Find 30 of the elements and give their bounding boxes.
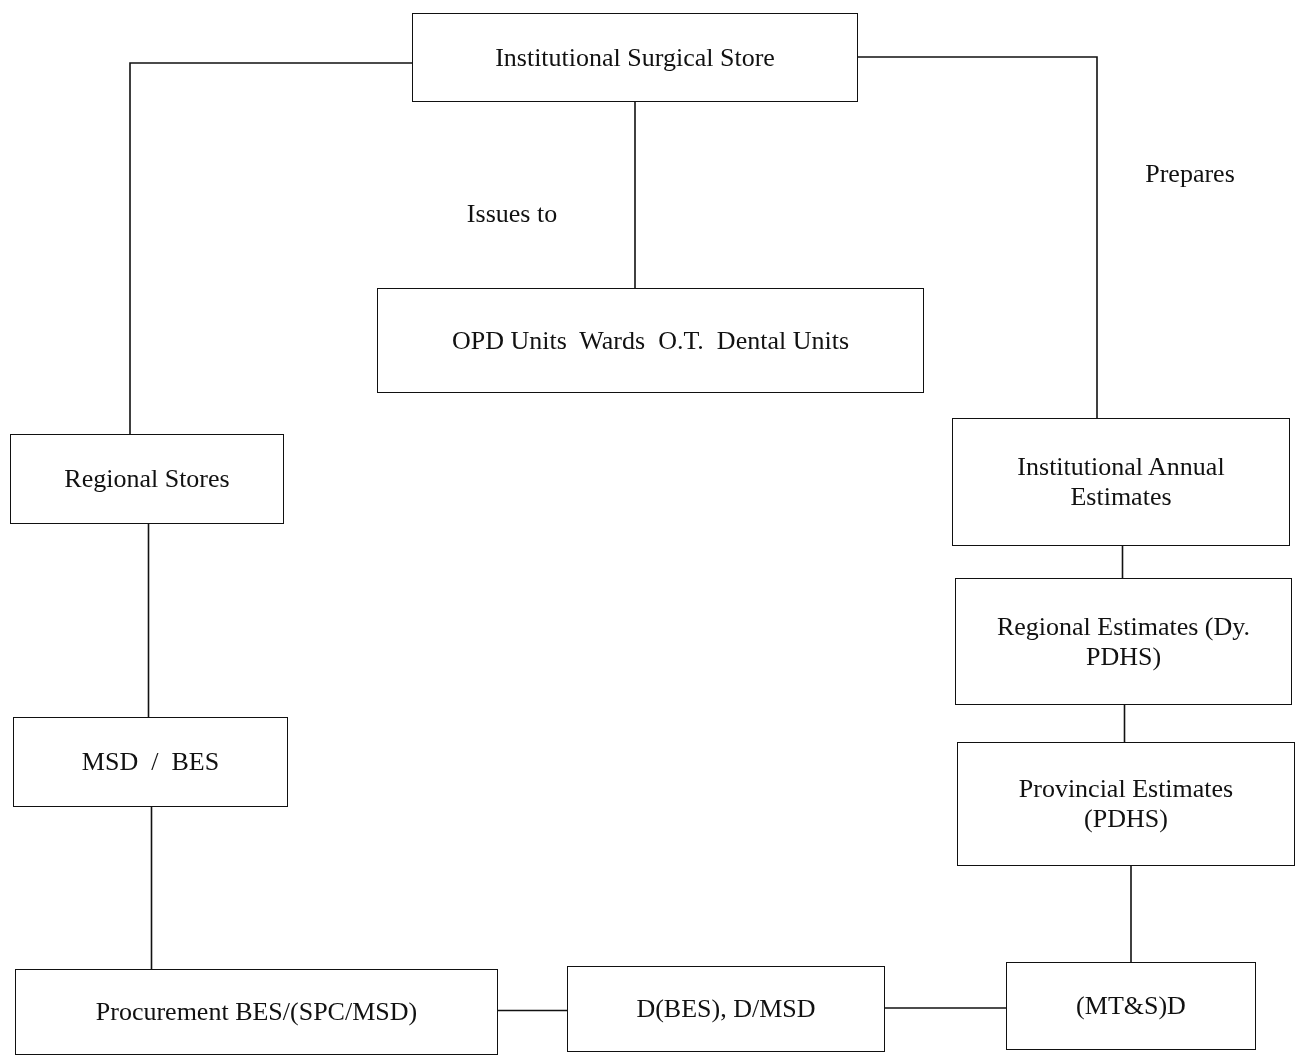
- connector-line: [1130, 865, 1132, 963]
- connector-line: [1121, 545, 1124, 579]
- box-label: Regional Estimates (Dy. PDHS): [995, 611, 1252, 672]
- process-box: [567, 966, 885, 1052]
- connector-line: [884, 1007, 1007, 1009]
- connector-line: [634, 101, 636, 289]
- box-label: Institutional Surgical Store: [495, 42, 775, 73]
- process-box: [957, 742, 1295, 866]
- process-box: [955, 578, 1292, 705]
- connector-line: [497, 1009, 568, 1012]
- process-box: [10, 434, 284, 524]
- box-label: Provincial Estimates (PDHS): [1017, 774, 1235, 834]
- box-label: Regional Stores: [64, 464, 230, 494]
- connector-line: [1123, 704, 1126, 743]
- box-label: MSD / BES: [81, 747, 220, 777]
- connector-line: [150, 806, 153, 970]
- box-label: Procurement BES/(SPC/MSD): [95, 997, 418, 1027]
- process-box: [15, 969, 498, 1055]
- process-box: [1006, 962, 1256, 1050]
- box-label: D(BES), D/MSD: [636, 994, 816, 1024]
- connector-line: [129, 62, 413, 435]
- box-label: Institutional Annual Estimates: [1016, 452, 1226, 512]
- connector-line: [857, 56, 1098, 419]
- process-box: [952, 418, 1290, 546]
- process-box: [412, 13, 858, 102]
- process-box: [13, 717, 288, 807]
- connector-line: [147, 523, 150, 718]
- box-label: (MT&S)D: [1076, 991, 1186, 1021]
- box-label: OPD Units Wards O.T. Dental Units: [451, 325, 849, 356]
- process-box: [377, 288, 924, 393]
